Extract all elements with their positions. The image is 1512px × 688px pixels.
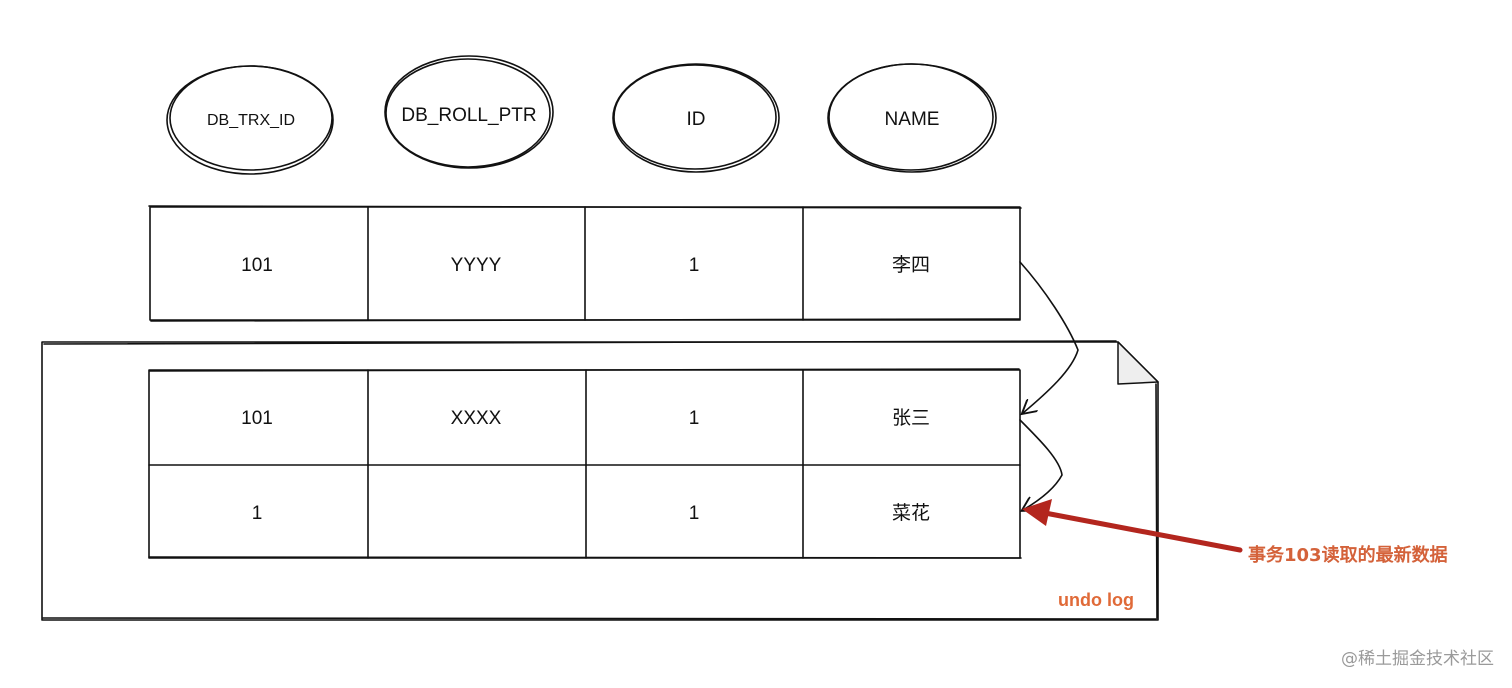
cell-id: 1: [689, 408, 700, 429]
undo-log-container: undo log: [41, 340, 1159, 621]
cell-id: 1: [689, 503, 700, 524]
folded-corner-icon: [1117, 341, 1159, 385]
cell-name: 菜花: [892, 502, 930, 524]
column-header-id: ID: [612, 63, 780, 173]
cell-trx-id: 101: [241, 255, 273, 276]
undo-log-table: 101 XXXX 1 张三 1 1 菜花: [148, 368, 1022, 559]
cell-trx-id: 1: [252, 503, 263, 524]
cell-trx-id: 101: [241, 408, 273, 429]
undo-log-label: undo log: [1058, 590, 1134, 610]
column-header-db-trx-id: DB_TRX_ID: [166, 65, 334, 175]
cell-id: 1: [689, 255, 700, 276]
cell-name: 张三: [892, 407, 930, 429]
column-header-label: DB_ROLL_PTR: [401, 105, 536, 126]
cell-name: 李四: [892, 254, 930, 276]
watermark: @稀土掘金技术社区: [1341, 649, 1494, 669]
cell-roll-ptr: XXXX: [451, 408, 502, 429]
column-header-label: NAME: [885, 109, 940, 130]
roll-pointer-arrow-1: [1019, 261, 1079, 413]
undo-row-2: 1 1 菜花: [252, 502, 930, 524]
column-header-db-roll-ptr: DB_ROLL_PTR: [384, 55, 554, 169]
current-row-table: 101 YYYY 1 李四: [148, 205, 1022, 322]
annotation-text: 事务103读取的最新数据: [1248, 544, 1448, 566]
undo-row-1: 101 XXXX 1 张三: [241, 407, 930, 429]
annotation-arrow: [1022, 499, 1243, 553]
roll-pointer-arrow-2: [1019, 419, 1063, 510]
arrow-head-icon: [1022, 499, 1052, 526]
column-header-name: NAME: [827, 63, 997, 173]
cell-roll-ptr: YYYY: [451, 255, 502, 276]
column-header-label: DB_TRX_ID: [207, 112, 295, 129]
column-header-label: ID: [687, 109, 706, 130]
